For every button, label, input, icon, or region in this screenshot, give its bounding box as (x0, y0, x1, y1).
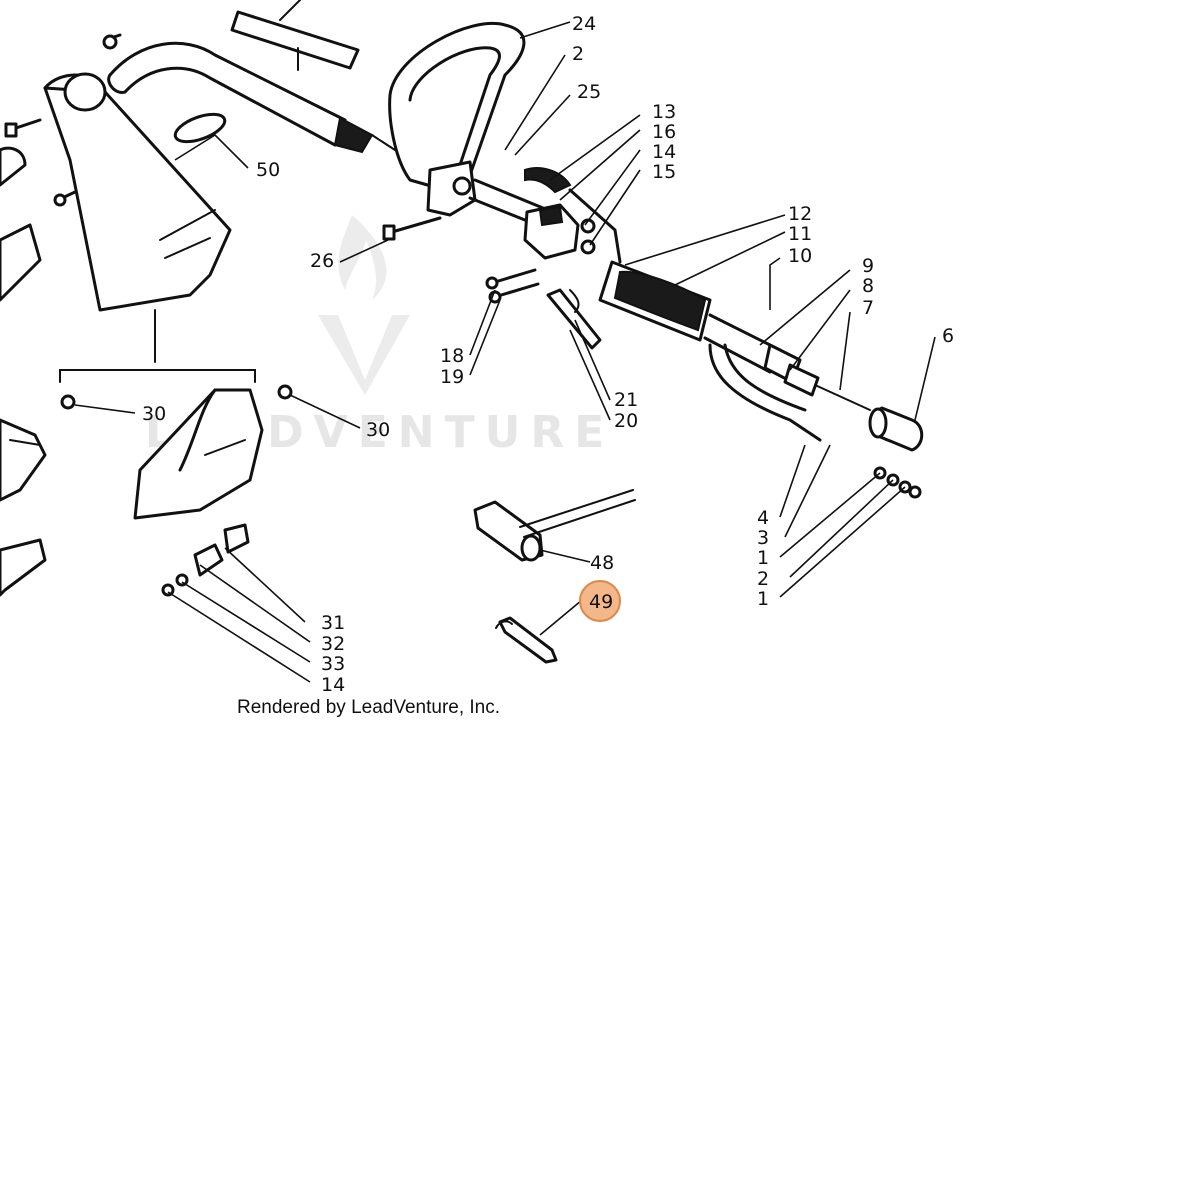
loop-handle (388, 22, 526, 217)
callout-2-lower[interactable]: 2 (757, 568, 769, 590)
callout-48[interactable]: 48 (590, 552, 614, 574)
callout-31[interactable]: 31 (321, 612, 345, 634)
callout-19[interactable]: 19 (440, 366, 464, 388)
callout-1-upper[interactable]: 1 (757, 547, 769, 569)
render-credit: Rendered by LeadVenture, Inc. (237, 697, 500, 718)
callout-12[interactable]: 12 (788, 203, 812, 225)
switch-housing (523, 167, 622, 264)
callout-50[interactable]: 50 (256, 159, 280, 181)
spanner-wrench (495, 616, 558, 664)
callout-14[interactable]: 14 (652, 141, 676, 163)
cap-part (868, 406, 924, 452)
callout-13[interactable]: 13 (652, 101, 676, 123)
decal-part (230, 0, 360, 71)
plug-wrench (473, 489, 636, 562)
callout-15[interactable]: 15 (652, 161, 676, 183)
shaft (468, 178, 871, 442)
guard-upper (43, 72, 232, 312)
callout-18[interactable]: 18 (440, 345, 464, 367)
callout-11[interactable]: 11 (788, 223, 812, 245)
callout-7[interactable]: 7 (862, 297, 874, 319)
bolt-left (0, 33, 122, 302)
callout-3[interactable]: 3 (757, 527, 769, 549)
grip-part (173, 112, 227, 144)
callout-26[interactable]: 26 (310, 250, 334, 272)
callout-30-left[interactable]: 30 (142, 403, 166, 425)
callout-6[interactable]: 6 (942, 325, 954, 347)
callout-49[interactable]: 49 (589, 591, 613, 613)
callout-8[interactable]: 8 (862, 275, 874, 297)
callout-20[interactable]: 20 (614, 410, 638, 432)
throttle-trigger (546, 288, 602, 350)
callout-9[interactable]: 9 (862, 255, 874, 277)
callout-30-right[interactable]: 30 (366, 419, 390, 441)
selected-part-highlight[interactable] (579, 580, 621, 622)
callout-2[interactable]: 2 (572, 43, 584, 65)
callout-33[interactable]: 33 (321, 653, 345, 675)
guard-lower-left (0, 394, 76, 597)
watermark-logo (318, 215, 410, 395)
callout-4[interactable]: 4 (757, 507, 769, 529)
callout-labels: 24 2 25 13 16 14 15 12 11 10 9 8 7 6 50 … (142, 13, 954, 696)
handle-bar (107, 41, 396, 154)
callout-10[interactable]: 10 (788, 245, 812, 267)
callout-21[interactable]: 21 (614, 389, 638, 411)
callout-16[interactable]: 16 (652, 121, 676, 143)
callout-25[interactable]: 25 (577, 81, 601, 103)
screws-switch (382, 216, 540, 304)
callout-14-lower[interactable]: 14 (321, 674, 345, 696)
callout-1-lower[interactable]: 1 (757, 588, 769, 610)
callout-32[interactable]: 32 (321, 633, 345, 655)
guard-lower-right (133, 384, 293, 597)
callout-24[interactable]: 24 (572, 13, 596, 35)
leader-lines (74, 21, 936, 683)
